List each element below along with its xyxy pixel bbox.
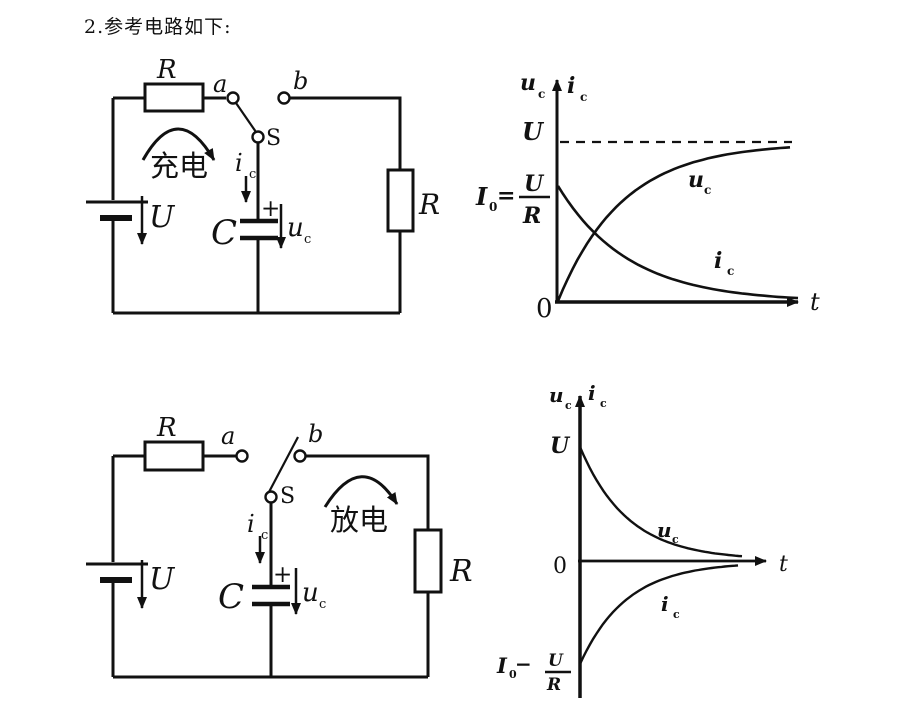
battery-label: U (149, 200, 176, 235)
resistor-symbol (143, 440, 205, 472)
uc-curve (556, 146, 791, 302)
battery-label: U (149, 562, 176, 597)
page-title: 2.参考电路如下: (84, 16, 232, 38)
charging-loop-arrow (141, 127, 216, 161)
contact-a-label: a (213, 70, 227, 98)
circuit-charging: R a b S i c 充电 U C + u c R (86, 55, 440, 315)
capacitor-voltage-label: u (302, 578, 319, 608)
resistor-symbol (413, 528, 443, 594)
switch-node (264, 490, 278, 504)
fraction-denominator: R (522, 203, 541, 229)
switch-node (251, 130, 265, 144)
switch-blade (235, 102, 257, 133)
ic-curve-label: i (714, 248, 722, 274)
y-axis-label-ic-sub: c (600, 397, 607, 410)
y-axis-label-uc: u (549, 383, 564, 407)
load-resistor-label: R (418, 188, 440, 221)
contact-a (235, 449, 249, 463)
resistor-label: R (156, 413, 177, 443)
current-label-subscript: c (261, 528, 268, 543)
graph-charging: u c i c U I 0 = U R u c i c 0 t (475, 70, 820, 324)
fraction-numerator: U (548, 651, 564, 671)
y-axis-label-ic-sub: c (580, 90, 587, 104)
switch-blade (268, 436, 299, 493)
u-tick-label: U (550, 433, 571, 459)
plus-sign: + (261, 196, 280, 222)
initial-current-label: I (475, 182, 488, 211)
uc-curve-label-sub: c (672, 533, 679, 546)
discharging-loop-label: 放电 (330, 503, 388, 537)
ic-curve-label: i (661, 592, 669, 616)
origin-label: 0 (553, 554, 567, 579)
circuit-discharging: R a b S i c 放电 U C + u c R (86, 413, 473, 679)
discharging-loop-arrow (323, 475, 399, 508)
graph-discharging: u c i c U 0 t u c i c I 0 − U R (496, 381, 788, 698)
capacitor-label: C (211, 213, 237, 253)
ic-curve-label-sub: c (673, 608, 680, 621)
contact-b-label: b (308, 420, 323, 448)
y-axis-label-uc: u (520, 70, 536, 96)
resistor-label: R (156, 55, 177, 85)
fraction-numerator: U (524, 171, 545, 197)
uc-curve-label: u (688, 167, 704, 193)
load-resistor-label: R (449, 554, 473, 589)
plus-sign: + (273, 562, 292, 588)
initial-current-subscript: 0 (489, 200, 497, 214)
t-axis-label: t (779, 552, 788, 577)
capacitor-plates (252, 584, 290, 607)
uc-curve-label-sub: c (704, 183, 711, 197)
origin-label: 0 (536, 294, 553, 324)
minus-sign: − (515, 652, 532, 676)
current-label: i (235, 149, 243, 177)
capacitor-label: C (218, 577, 244, 617)
capacitor-voltage-label: u (287, 213, 304, 243)
y-axis-label-ic: i (567, 73, 575, 99)
current-label: i (247, 510, 255, 538)
uc-curve (578, 446, 743, 558)
capacitor-voltage-subscript: c (319, 597, 326, 612)
switch-label: S (266, 126, 281, 151)
u-tick-label: U (522, 117, 545, 146)
contact-a (226, 91, 240, 105)
resistor-symbol (143, 82, 205, 113)
initial-current-label: I (496, 653, 508, 678)
resistor-symbol (386, 168, 415, 233)
charging-loop-label: 充电 (150, 149, 208, 183)
t-axis-label: t (810, 288, 820, 316)
fraction-denominator: R (546, 675, 561, 695)
uc-curve-label: u (657, 518, 672, 542)
current-label-subscript: c (249, 167, 256, 182)
contact-b-label: b (293, 67, 308, 95)
initial-current-subscript: 0 (509, 668, 517, 681)
y-axis-label-uc-sub: c (565, 399, 572, 412)
contact-b (293, 449, 307, 463)
contact-b (277, 91, 291, 105)
equals-sign: = (497, 183, 515, 209)
y-axis-label-ic: i (588, 381, 596, 405)
ic-curve (556, 185, 799, 300)
capacitor-plates (240, 218, 278, 241)
ic-curve-label-sub: c (727, 264, 734, 278)
y-axis-label-uc-sub: c (538, 87, 545, 101)
ic-curve (578, 564, 739, 665)
capacitor-voltage-subscript: c (304, 232, 311, 247)
switch-label: S (280, 484, 295, 509)
contact-a-label: a (221, 422, 235, 450)
